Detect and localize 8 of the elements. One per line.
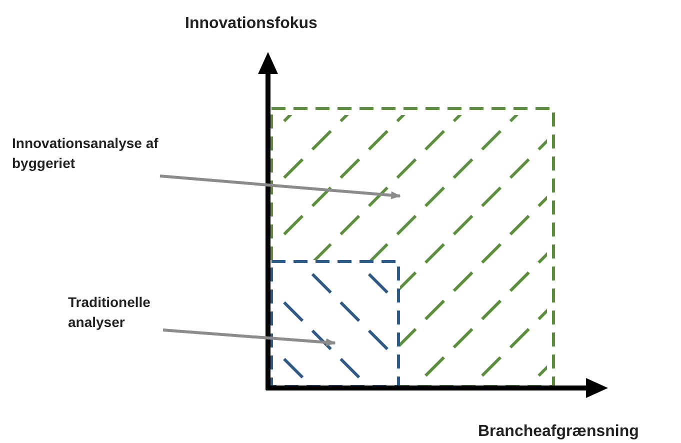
axis-label: Innovationsfokus: [185, 14, 318, 34]
hatched-region: [270, 260, 400, 388]
leader-line: [162, 328, 336, 346]
callout-text: Traditionelle analyser: [68, 292, 178, 332]
axis-label: Brancheafgrænsning: [478, 422, 639, 442]
callout-text: Innovationsanalyse af byggeriet: [12, 133, 192, 173]
leader-line: [160, 174, 401, 200]
hatched-region: [270, 107, 555, 388]
